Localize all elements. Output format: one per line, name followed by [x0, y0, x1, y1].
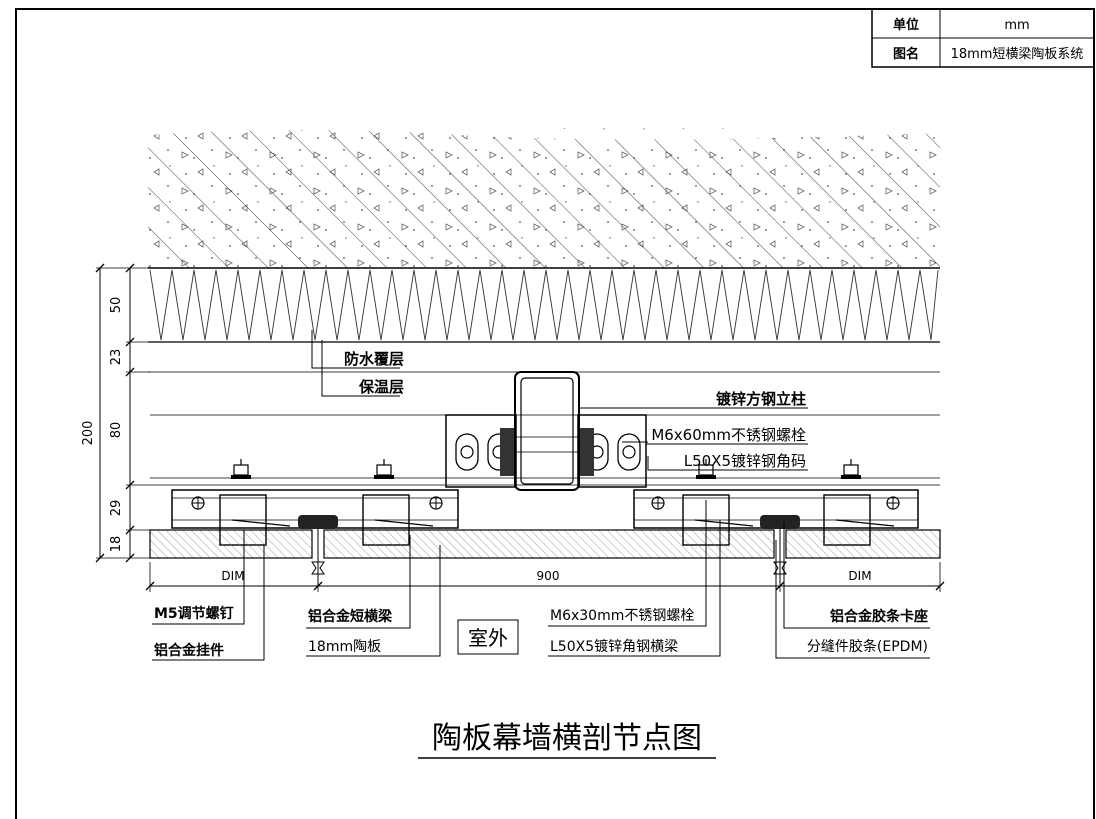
callout-m5-screw: M5调节螺钉 [154, 605, 234, 622]
callout-insulation: 保温层 [358, 378, 404, 396]
callout-angle-code: L50X5镀锌钢角码 [684, 452, 806, 470]
callout-hanger: 铝合金挂件 [154, 642, 224, 659]
ceramic-panel [149, 529, 941, 559]
callout-angle-beam: L50X5镀锌角钢横梁 [550, 638, 678, 655]
unit-value: mm [1004, 18, 1029, 33]
concrete-wall [147, 120, 941, 269]
insulation-layer [148, 269, 940, 343]
title-block: 单位 mm 图名 18mm短横梁陶板系统 [871, 8, 1095, 68]
dim-900: 900 [537, 569, 560, 583]
callout-short-beam: 铝合金短横梁 [308, 608, 393, 625]
beam-bolts [191, 496, 900, 510]
angle-bracket-left [445, 414, 517, 488]
dim-80: 80 [109, 422, 124, 439]
left-dimensions: 50 23 80 29 18 200 [81, 263, 150, 563]
callout-waterproof: 防水覆层 [344, 350, 404, 368]
dim-200: 200 [81, 421, 96, 446]
callout-gasket-seat: 铝合金胶条卡座 [830, 608, 928, 625]
sheet-border [15, 8, 1095, 819]
dim-left: DIM [221, 569, 244, 583]
steel-post [514, 371, 580, 491]
angle-bracket-right [577, 414, 647, 488]
callout-steel-post: 镀锌方钢立柱 [716, 390, 806, 408]
callout-panel: 18mm陶板 [308, 639, 381, 655]
dim-29: 29 [109, 500, 124, 517]
callout-bolt-m6x60: M6x60mm不锈钢螺栓 [651, 426, 806, 444]
dim-23: 23 [109, 349, 124, 366]
callout-epdm: 分缝件胶条(EPDM) [807, 638, 928, 655]
callout-bolt-m6x30: M6x30mm不锈钢螺栓 [550, 608, 694, 624]
gasket-seats [298, 515, 800, 585]
dim-50: 50 [109, 297, 124, 314]
leader-lines [152, 330, 930, 661]
drawing-title: 陶板幕墙横剖节点图 [432, 721, 702, 756]
outside-label: 室外 [468, 626, 508, 650]
dim-18: 18 [109, 536, 124, 553]
outside-box [457, 619, 519, 655]
name-label: 图名 [893, 46, 919, 62]
dim-right: DIM [848, 569, 871, 583]
unit-label: 单位 [893, 17, 919, 33]
name-value: 18mm短横梁陶板系统 [951, 46, 1084, 62]
bottom-dimensions: DIM 900 DIM [145, 562, 945, 592]
